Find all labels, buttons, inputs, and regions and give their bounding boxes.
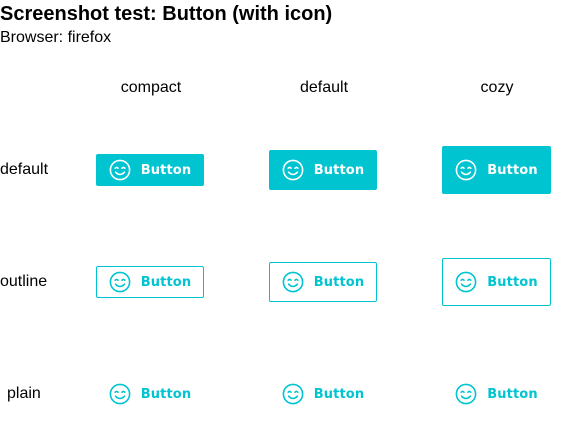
button-outline-cozy[interactable]: Button bbox=[442, 258, 551, 306]
row-header-outline: outline bbox=[0, 273, 48, 290]
button-outline-default[interactable]: Button bbox=[269, 262, 377, 302]
button-label: Button bbox=[487, 386, 538, 402]
smiley-face-icon bbox=[455, 383, 477, 405]
row-header-plain: plain bbox=[7, 385, 41, 402]
column-header-compact: compact bbox=[120, 79, 182, 96]
button-outline-compact[interactable]: Button bbox=[96, 266, 204, 298]
smiley-face-icon bbox=[282, 383, 304, 405]
button-default-default[interactable]: Button bbox=[269, 150, 377, 190]
button-label: Button bbox=[140, 386, 192, 402]
button-label: Button bbox=[313, 274, 365, 290]
smiley-face-icon bbox=[455, 159, 477, 181]
button-label: Button bbox=[487, 274, 538, 290]
button-label: Button bbox=[313, 162, 365, 178]
button-label: Button bbox=[140, 274, 192, 290]
smiley-face-icon bbox=[109, 159, 131, 181]
button-label: Button bbox=[140, 162, 192, 178]
button-plain-default[interactable]: Button bbox=[269, 374, 377, 414]
button-default-compact[interactable]: Button bbox=[96, 154, 204, 186]
button-label: Button bbox=[487, 162, 538, 178]
button-plain-cozy[interactable]: Button bbox=[442, 370, 551, 418]
smiley-face-icon bbox=[109, 271, 131, 293]
smiley-face-icon bbox=[282, 271, 304, 293]
button-plain-compact[interactable]: Button bbox=[96, 378, 204, 410]
smiley-face-icon bbox=[455, 271, 477, 293]
smiley-face-icon bbox=[109, 383, 131, 405]
column-header-default: default bbox=[299, 79, 349, 96]
row-header-default: default bbox=[0, 161, 49, 178]
browser-info: Browser: firefox bbox=[0, 29, 112, 46]
button-label: Button bbox=[313, 386, 365, 402]
column-header-cozy: cozy bbox=[480, 79, 514, 96]
page-title: Screenshot test: Button (with icon) bbox=[0, 3, 333, 25]
smiley-face-icon bbox=[282, 159, 304, 181]
button-default-cozy[interactable]: Button bbox=[442, 146, 551, 194]
